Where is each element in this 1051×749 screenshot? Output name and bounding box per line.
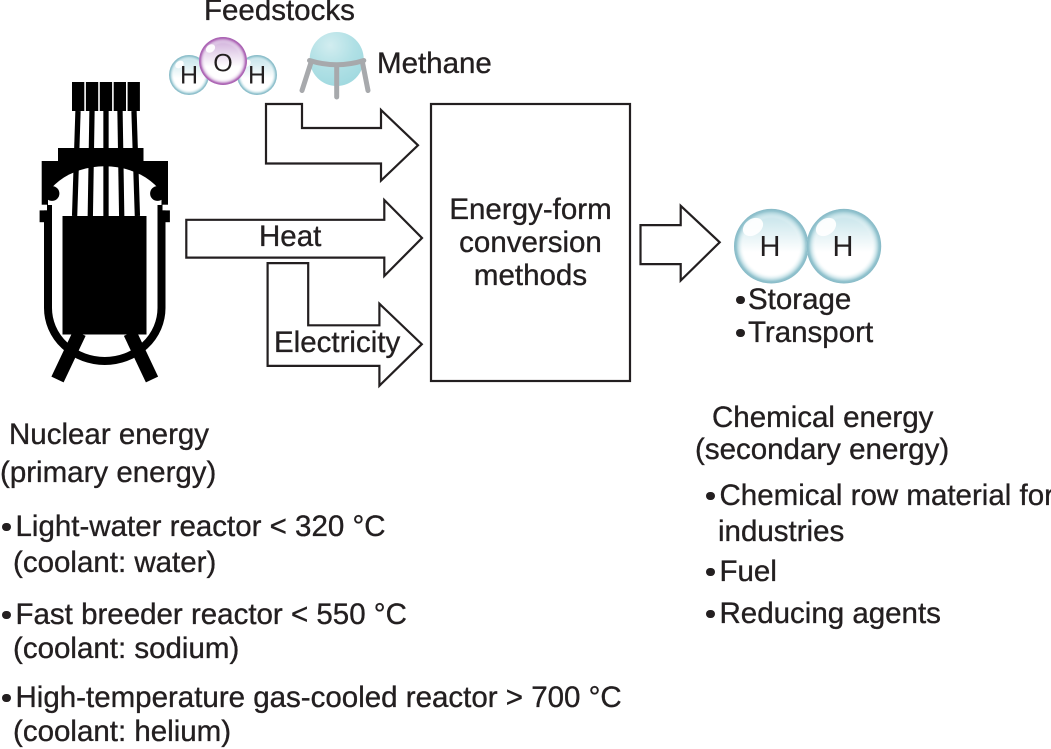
svg-text:H: H: [180, 62, 198, 90]
svg-text:H: H: [833, 231, 854, 263]
svg-text:H: H: [248, 62, 266, 90]
svg-text:H: H: [760, 231, 781, 263]
svg-text:O: O: [213, 49, 232, 77]
